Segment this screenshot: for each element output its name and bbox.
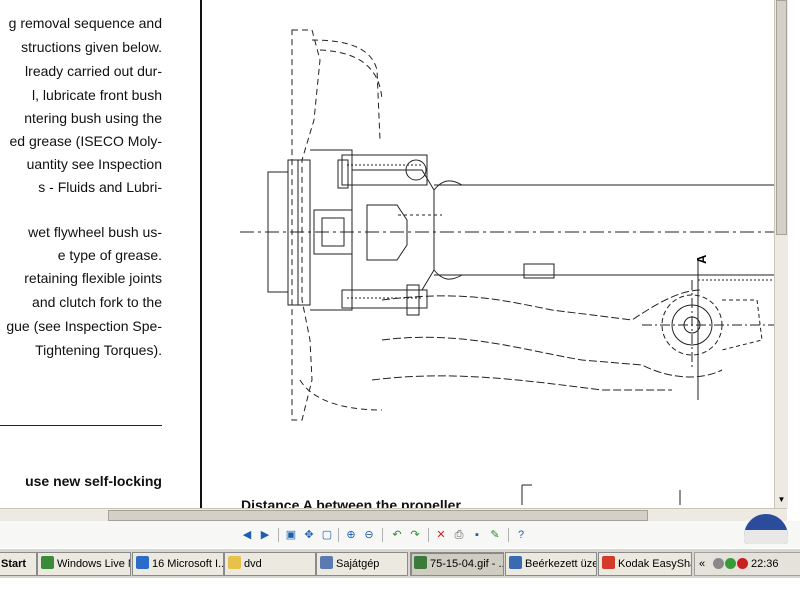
windows-taskbar: Start Windows Live M... 16 Microsoft I..… [0, 548, 800, 579]
rotate-left-icon[interactable]: ↶ [392, 529, 402, 541]
doc-line: e type of grease. [57, 247, 162, 263]
messenger-icon [41, 556, 54, 569]
clutch-assembly-diagram: A [240, 29, 774, 505]
figure-caption: Distance A between the propeller [241, 497, 461, 508]
toolbar-separator [338, 528, 339, 542]
save-icon[interactable]: ▪ [475, 529, 479, 541]
tray-network-icon[interactable] [725, 558, 736, 569]
doc-line: lready carried out dur- [25, 63, 162, 79]
task-label: Kodak EasyShar... [618, 558, 691, 570]
kodak-easyshare-logo-icon [744, 514, 788, 544]
doc-line: g removal sequence and [8, 15, 162, 31]
computer-icon [320, 556, 333, 569]
tray-antivirus-icon[interactable] [737, 558, 748, 569]
help-icon[interactable]: ? [517, 529, 525, 541]
task-label: Windows Live M... [57, 558, 130, 570]
mail-icon [509, 556, 522, 569]
system-tray: « 22:36 [694, 552, 800, 576]
delete-icon[interactable]: ✕ [436, 529, 446, 541]
doc-line: l, lubricate front bush [32, 87, 162, 103]
taskbar-item-kodak-easyshare[interactable]: Kodak EasyShar... [598, 552, 692, 576]
folder-icon [228, 556, 241, 569]
task-label: 16 Microsoft I... [152, 558, 224, 570]
taskbar-item-internet-explorer[interactable]: 16 Microsoft I... [132, 552, 224, 576]
next-icon[interactable]: ▶ [260, 529, 270, 541]
task-label: Beérkezett üze... [525, 558, 597, 570]
desktop-bottom-strip [0, 578, 800, 600]
zoom-out-icon[interactable]: ⊖ [364, 529, 374, 541]
prev-icon[interactable]: ◀ [242, 529, 252, 541]
start-button[interactable]: Start [0, 552, 37, 576]
doc-line: wet flywheel bush us- [28, 224, 162, 240]
doc-line: retaining flexible joints [24, 270, 162, 286]
doc-line: uantity see Inspection [26, 156, 162, 172]
taskbar-item-dvd-folder[interactable]: dvd [224, 552, 316, 576]
rotate-right-icon[interactable]: ↷ [410, 529, 420, 541]
doc-line: s - Fluids and Lubri- [38, 179, 162, 195]
section-rule [0, 425, 162, 426]
kodak-icon [602, 556, 615, 569]
tray-expand-icon[interactable]: « [699, 558, 706, 570]
image-viewer-icon [414, 556, 427, 569]
taskbar-item-windows-live[interactable]: Windows Live M... [37, 552, 131, 576]
document-text-column: g removal sequence and structions given … [0, 0, 200, 508]
dimension-a-label: A [694, 254, 709, 264]
toolbar-separator [382, 528, 383, 542]
doc-line: and clutch fork to the [32, 294, 162, 310]
print-icon[interactable]: ⎙ [454, 529, 464, 541]
doc-line: ed grease (ISECO Moly- [9, 133, 163, 149]
horizontal-scroll-thumb[interactable] [108, 510, 648, 521]
toolbar-separator [508, 528, 509, 542]
doc-line: ntering bush using the [24, 110, 162, 126]
toolbar-separator [428, 528, 429, 542]
doc-line: structions given below. [21, 39, 162, 55]
taskbar-item-inbox[interactable]: Beérkezett üze... [505, 552, 597, 576]
toolbar-separator [278, 528, 279, 542]
zoom-in-icon[interactable]: ⊕ [346, 529, 356, 541]
fit-icon[interactable]: ▣ [285, 529, 297, 541]
vertical-scroll-thumb[interactable] [776, 0, 787, 235]
viewer-toolbar: ◀ ▶ ▣ ✥ ▢ ⊕ ⊖ ↶ ↷ ✕ ⎙ ▪ ✎ ? [0, 521, 800, 548]
taskbar-clock[interactable]: 22:36 [751, 558, 779, 570]
ie-icon [136, 556, 149, 569]
taskbar-item-my-computer[interactable]: Sajátgép [316, 552, 408, 576]
column-divider [200, 0, 202, 508]
actual-size-icon[interactable]: ▢ [321, 529, 333, 541]
scroll-down-arrow-icon[interactable]: ▼ [777, 495, 786, 504]
task-label: 75-15-04.gif - ... [430, 558, 504, 570]
task-label: dvd [244, 558, 262, 570]
task-label: Sajátgép [336, 558, 380, 570]
doc-line: use new self-locking [25, 473, 162, 489]
move-icon[interactable]: ✥ [304, 529, 314, 541]
technical-drawing: A [202, 0, 774, 508]
taskbar-item-image-viewer[interactable]: 75-15-04.gif - ... [410, 552, 504, 576]
image-viewer-canvas: g removal sequence and structions given … [0, 0, 774, 508]
doc-line: gue (see Inspection Spe- [6, 318, 162, 334]
doc-line: Tightening Torques). [35, 342, 162, 358]
edit-icon[interactable]: ✎ [490, 529, 500, 541]
horizontal-scrollbar[interactable] [0, 508, 787, 522]
tray-sound-icon[interactable] [713, 558, 724, 569]
vertical-scrollbar[interactable]: ▼ [774, 0, 788, 508]
